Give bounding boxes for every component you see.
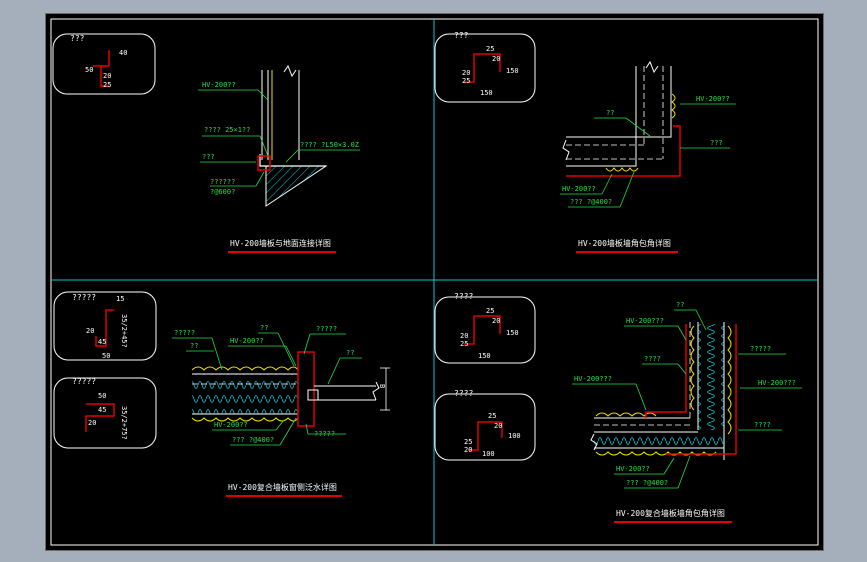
dim-label: 35/2+75?: [120, 406, 128, 440]
dim-label: 25: [464, 438, 472, 446]
detail-title: HV-200复合墙板墙角包角详图: [616, 508, 725, 518]
callout-label: ??? ?@400?: [626, 479, 668, 487]
inset-box: [53, 291, 157, 361]
dim-label: 25: [488, 412, 496, 420]
detail-title: HV-200墙板与地面连接详图: [230, 238, 331, 248]
dim-label: 150: [506, 67, 519, 75]
callout-label: ??: [190, 342, 198, 350]
dim-label: 40: [119, 49, 127, 57]
callout-label: ????: [644, 355, 661, 363]
dim-label: 50: [85, 66, 93, 74]
concrete-slab: [265, 165, 328, 207]
callout-label: ?????: [316, 325, 337, 333]
callout-label: HV-200??: [616, 465, 650, 473]
dim-label: 20: [492, 317, 500, 325]
inset-box: [53, 377, 157, 449]
dim-label: 15: [116, 295, 124, 303]
callout-label: ?????: [314, 430, 335, 438]
inset-box: [434, 393, 536, 461]
dim-label: 25: [486, 45, 494, 53]
inset-header: ?????: [72, 377, 96, 386]
inset-header: ????: [454, 389, 473, 398]
flashing-profile: [464, 315, 501, 345]
dim-label: 100: [508, 432, 521, 440]
dim-label: 150: [480, 89, 493, 97]
callout-label: ?????: [174, 329, 195, 337]
callout-label: HV-200??: [230, 337, 264, 345]
callout-label: HV-200??: [202, 81, 236, 89]
inset-box: [52, 33, 156, 95]
window-frame-flashing: [297, 351, 315, 427]
inset-box: [434, 33, 536, 103]
flashing-profile: [93, 65, 109, 87]
flashing-profile: [95, 309, 114, 347]
dim-label: 20: [86, 327, 94, 335]
dim-label: 150: [506, 329, 519, 337]
callout-label: HV-200???: [758, 379, 796, 387]
callout-label: HV-200??: [696, 95, 730, 103]
callout-label: ?@600?: [210, 188, 235, 196]
callout-label: HV-200??: [214, 421, 248, 429]
callout-label: ??: [606, 109, 614, 117]
detail-title: HV-200墙板墙角包角详图: [578, 238, 671, 248]
callout-label: ?????: [750, 345, 771, 353]
dim-label: 25: [462, 77, 470, 85]
dim-label: 100: [482, 450, 495, 458]
dim-label: 20: [464, 446, 472, 454]
callout-label: ????: [754, 421, 771, 429]
drawing-sheet: ??? 40 50 20 25 HV-200?? ???? 25×1?? ???…: [45, 13, 824, 551]
inset-header: ????: [454, 292, 473, 301]
callout-label: ???: [710, 139, 723, 147]
callout-label: ??: [676, 301, 684, 309]
dim-label: 25: [486, 307, 494, 315]
corner-flashing: [566, 125, 681, 177]
callout-label: HV-200??: [562, 185, 596, 193]
panel-window-flashing-detail: ????? 15 20 45 50 35/2+45? ????? 50 45 2…: [53, 291, 390, 497]
panel-wall-corner-detail: ??? 25 20 150 20 25 150 ?? HV-200?? ??? …: [434, 31, 736, 253]
callout-label: ???? ?L50×3.0Z: [300, 141, 359, 149]
dim-label: 20: [462, 69, 470, 77]
inner-corner-flashing: [645, 324, 687, 418]
inset-header: ?????: [72, 293, 96, 302]
detail-title: HV-200复合墙板窗侧泛水详图: [228, 482, 337, 492]
callout-label: HV-200???: [626, 317, 664, 325]
dim-label: 150: [478, 352, 491, 360]
dim-label: 20: [494, 422, 502, 430]
callout-label: ???? 25×1??: [204, 126, 250, 134]
callout-label: ???: [202, 153, 215, 161]
dim-label: 50: [98, 392, 106, 400]
callout-label: ??? ?@400?: [570, 198, 612, 206]
callout-label: ??: [260, 324, 268, 332]
panel-wall-ground-detail: ??? 40 50 20 25 HV-200?? ???? 25×1?? ???…: [52, 33, 360, 253]
callout-label: ??: [346, 349, 354, 357]
dim-label: 35/2+45?: [120, 314, 128, 348]
insulation-core-horizontal: [594, 432, 724, 448]
dim-label: 45: [98, 406, 106, 414]
dim-label: 25: [103, 81, 111, 89]
dim-label: 20: [460, 332, 468, 340]
outer-corner-flashing: [666, 324, 737, 455]
dim-label: 20: [103, 72, 111, 80]
dim-label: 20: [492, 55, 500, 63]
inset-header: ???: [70, 34, 85, 43]
insulation-core: [192, 374, 298, 414]
callout-label: ??? ?@400?: [232, 436, 274, 444]
dim-label: 20: [88, 419, 96, 427]
dim-label: 45: [98, 338, 106, 346]
flashing-profile: [464, 53, 501, 83]
callout-label: ??????: [210, 178, 235, 186]
inset-header: ???: [454, 31, 469, 40]
panel-composite-corner-detail: ???? 25 20 150 20 25 150 ???? 25 20 100 …: [434, 292, 802, 523]
flashing-profile: [468, 421, 503, 451]
inset-box: [434, 296, 536, 364]
flashing-profile: [85, 403, 115, 432]
callout-label: HV-200???: [574, 375, 612, 383]
dim-label: 25: [460, 340, 468, 348]
dim-label: B: [378, 384, 386, 388]
dim-label: 50: [102, 352, 110, 360]
cad-drawing: ??? 40 50 20 25 HV-200?? ???? 25×1?? ???…: [50, 18, 819, 546]
insulation-core-vertical: [698, 324, 724, 430]
